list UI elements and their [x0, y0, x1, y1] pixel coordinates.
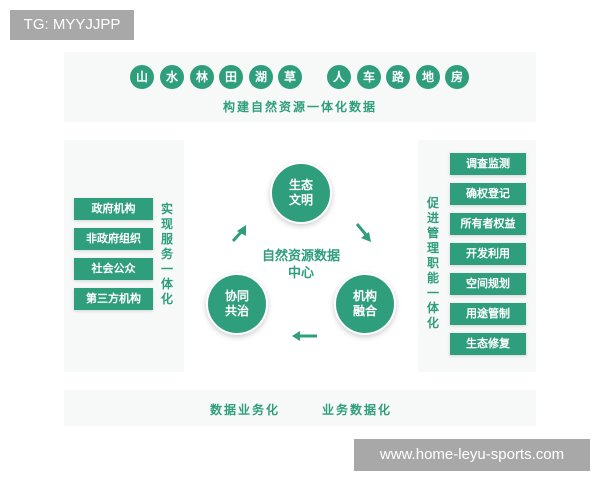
resource-circle: 山: [130, 65, 154, 89]
watermark-url: www.home-leyu-sports.com: [354, 439, 590, 471]
resource-circle: 房: [445, 65, 469, 89]
service-item: 非政府组织: [74, 228, 153, 250]
node-right: 机构融合: [334, 273, 396, 335]
service-item: 政府机构: [74, 198, 153, 220]
resource-circle: 林: [190, 65, 214, 89]
bottom-panel: [64, 390, 536, 426]
arrow-icon: [231, 225, 246, 243]
service-item: 社会公众: [74, 258, 153, 280]
functions-caption: 促进管理职能一体化: [426, 196, 439, 330]
function-item: 开发利用: [450, 243, 526, 265]
function-item: 生态修复: [450, 333, 526, 355]
function-item: 用途管制: [450, 303, 526, 325]
services-panel: [64, 140, 184, 372]
center-label: 自然资源数据中心: [262, 249, 341, 281]
function-item: 空间规划: [450, 273, 526, 295]
resource-circle: 车: [357, 65, 381, 89]
resource-circle: 路: [386, 65, 410, 89]
resource-circle: 人: [327, 65, 351, 89]
resource-circle: 田: [219, 65, 243, 89]
resources-caption: 构建自然资源一体化数据: [222, 100, 377, 114]
watermark-tag: TG: MYYJJPP: [10, 10, 134, 40]
resource-circle: 草: [278, 65, 302, 89]
bottom-label-left: 数据业务化: [209, 403, 280, 417]
resource-circle: 水: [160, 65, 184, 89]
service-item: 第三方机构: [74, 288, 153, 310]
resource-circle: 地: [416, 65, 440, 89]
function-item: 所有者权益: [450, 213, 526, 235]
services-caption: 实现服务一体化: [160, 202, 173, 306]
arrow-icon: [355, 223, 371, 242]
node-top: 生态文明: [270, 162, 332, 224]
bottom-label-right: 业务数据化: [321, 403, 392, 417]
node-left: 协同共治: [206, 273, 268, 335]
arrow-icon: [292, 331, 317, 341]
resource-circle: 湖: [249, 65, 273, 89]
function-item: 确权登记: [450, 183, 526, 205]
function-item: 调查监测: [450, 153, 526, 175]
